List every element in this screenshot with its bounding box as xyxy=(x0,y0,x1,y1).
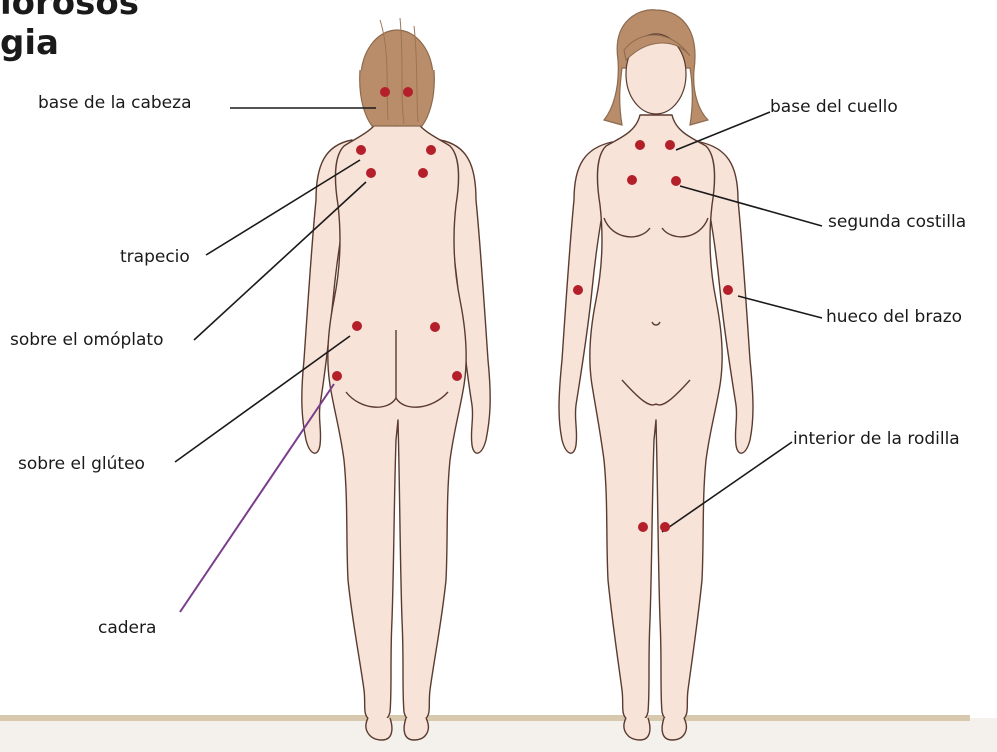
point-cadera-right xyxy=(452,371,462,381)
point-gluteo-left xyxy=(352,321,362,331)
point-base-cabeza-right xyxy=(403,87,413,97)
label-cadera: cadera xyxy=(98,618,156,638)
front-figure xyxy=(559,115,753,740)
point-trapecio-left xyxy=(356,145,366,155)
label-gluteo: sobre el glúteo xyxy=(18,454,145,474)
label-hueco-brazo: hueco del brazo xyxy=(826,307,962,327)
point-trapecio-right xyxy=(426,145,436,155)
label-trapecio: trapecio xyxy=(120,247,190,267)
front-head xyxy=(604,10,708,125)
back-hair xyxy=(360,18,435,126)
point-base-cabeza-left xyxy=(380,87,390,97)
point-hueco-brazo-right xyxy=(723,285,733,295)
point-segunda-costilla-right xyxy=(671,176,681,186)
leader-hueco-brazo xyxy=(738,296,822,318)
label-omoplato: sobre el omóplato xyxy=(10,330,163,350)
point-hueco-brazo-left xyxy=(573,285,583,295)
point-gluteo-right xyxy=(430,322,440,332)
point-omoplato-right xyxy=(418,168,428,178)
label-base-cabeza: base de la cabeza xyxy=(38,93,191,113)
point-segunda-costilla-left xyxy=(627,175,637,185)
label-segunda-costilla: segunda costilla xyxy=(828,212,966,232)
point-interior-rodilla-left xyxy=(638,522,648,532)
point-omoplato-left xyxy=(366,168,376,178)
floor-shadow xyxy=(0,718,997,752)
point-interior-rodilla-right xyxy=(660,522,670,532)
label-base-cuello: base del cuello xyxy=(770,97,898,117)
point-base-cuello-right xyxy=(665,140,675,150)
point-cadera-left xyxy=(332,371,342,381)
label-interior-rodilla: interior de la rodilla xyxy=(793,429,960,449)
leader-cadera xyxy=(180,384,334,612)
back-figure xyxy=(302,118,490,740)
leader-base-cuello xyxy=(676,112,770,150)
point-base-cuello-left xyxy=(635,140,645,150)
